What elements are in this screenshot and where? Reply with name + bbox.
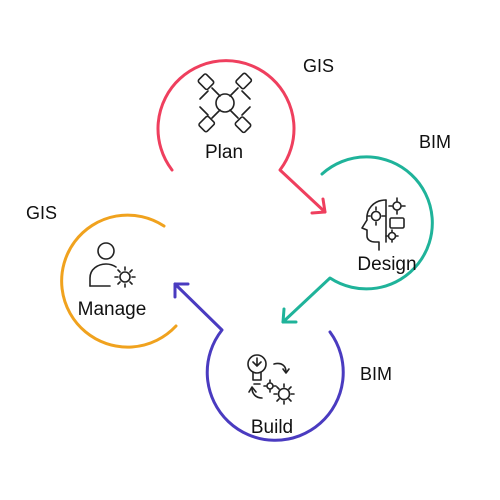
design-label: Design [357, 254, 416, 275]
plan-arrowhead [310, 197, 327, 215]
idea-gears-icon [247, 354, 295, 405]
build-tag: BIM [360, 364, 392, 384]
manage-label: Manage [78, 299, 147, 320]
build-stage: Build BIM [173, 282, 392, 442]
manage-tag: GIS [26, 203, 57, 223]
design-thinking-icon [361, 197, 406, 251]
user-settings-icon [89, 242, 136, 288]
manage-stage: Manage GIS [26, 203, 178, 349]
design-stage: Design BIM [281, 132, 451, 324]
plan-stage: Plan GIS [156, 56, 334, 215]
build-ring [173, 282, 345, 442]
design-ring [281, 155, 434, 324]
build-arrowhead [173, 282, 190, 299]
design-arrowhead [281, 307, 298, 324]
network-hub-icon [197, 72, 253, 134]
plan-tag: GIS [303, 56, 334, 76]
build-label: Build [251, 417, 293, 438]
manage-ring [60, 213, 178, 349]
design-tag: BIM [419, 132, 451, 152]
plan-ring [156, 59, 327, 214]
plan-label: Plan [205, 142, 243, 163]
